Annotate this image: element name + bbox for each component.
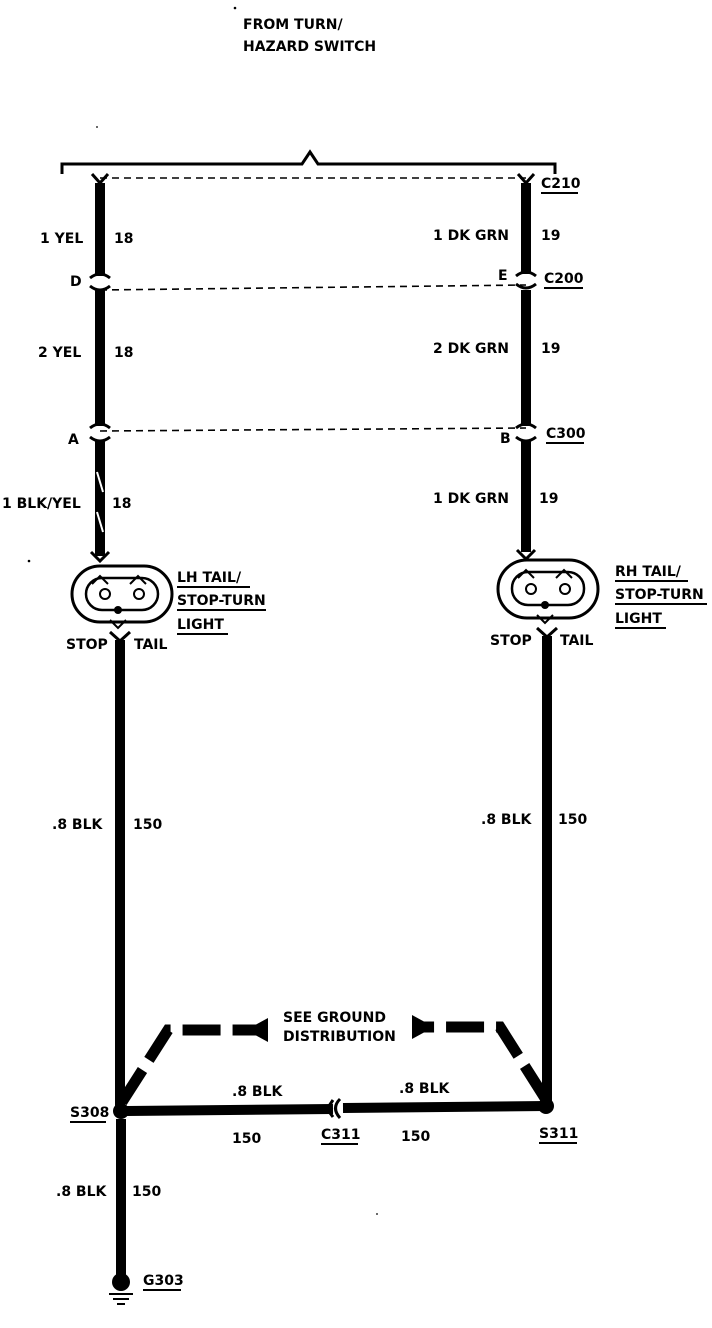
lh-light-label-line1: LH TAIL/	[177, 570, 242, 586]
c200-label: C200	[544, 271, 584, 287]
left-wire-seg3-number: 18	[112, 496, 131, 512]
scan-speck	[96, 126, 98, 128]
source-label-line1: FROM TURN/	[243, 17, 343, 33]
ground-wire-number: 150	[132, 1184, 161, 1200]
right-wire-seg2-circuit: 2 DK GRN	[433, 341, 509, 357]
c300-left-plug	[89, 435, 111, 443]
pin-a-label: A	[68, 432, 79, 448]
left-wire-seg3-circuit: 1 BLK/YEL	[2, 496, 81, 512]
lh-light-filament-left	[99, 588, 111, 600]
bottom-wire-right-number: 150	[401, 1129, 430, 1145]
c210-label: C210	[541, 176, 581, 192]
left-wire-seg2-number: 18	[114, 345, 133, 361]
c311-plug	[325, 1099, 335, 1118]
c200-right-socket	[515, 270, 537, 278]
rh-light-filament-right	[559, 583, 571, 595]
ground-distribution-left-ref	[117, 1024, 258, 1105]
ground-point-g303	[112, 1273, 130, 1291]
scan-speck	[233, 6, 237, 10]
lh-light-ground-pin	[114, 606, 122, 614]
rh-tail-light	[496, 558, 600, 625]
bottom-wire-right	[342, 1101, 547, 1113]
rh-light-tail-label: TAIL	[560, 633, 594, 649]
scan-speck	[27, 559, 31, 563]
g303-label: G303	[143, 1273, 184, 1289]
ground-wire-circuit: .8 BLK	[56, 1184, 108, 1200]
c300-right-plug	[515, 435, 537, 443]
rh-light-bulb	[510, 570, 586, 607]
source-label-line2: HAZARD SWITCH	[243, 39, 376, 55]
rh-light-contact-top-left	[517, 568, 535, 579]
c200-right-plug	[515, 282, 537, 290]
lh-light-label-line3: LIGHT	[177, 617, 224, 633]
c200-left-socket	[89, 272, 111, 280]
bottom-wire-left-number: 150	[232, 1131, 261, 1147]
right-wire-seg1-circuit: 1 DK GRN	[433, 228, 509, 244]
ground-distribution-right-ref	[420, 1021, 550, 1101]
lh-light-bulb	[84, 576, 160, 612]
c300-right-socket	[515, 422, 537, 430]
source-bracket	[60, 149, 557, 174]
left-wire-seg1-number: 18	[114, 231, 133, 247]
bottom-wire-left	[121, 1104, 334, 1116]
rh-light-stop-label: STOP	[490, 633, 532, 649]
right-wire-seg1-number: 19	[541, 228, 560, 244]
rh-ground-wire-terminal	[535, 626, 559, 640]
rh-light-ground-pin	[541, 601, 549, 609]
rh-light-label-line2: STOP-TURN	[615, 587, 704, 603]
left-wire-seg1-circuit: 1 YEL	[40, 231, 83, 247]
left-wire-seg3-stripe2	[96, 511, 104, 533]
ground-distribution-note-line1: SEE GROUND	[283, 1010, 386, 1026]
lh-light-tail-label: TAIL	[134, 637, 168, 653]
lh-light-contact-top-right	[129, 574, 147, 585]
s311-label: S311	[539, 1126, 578, 1142]
ground-distribution-right-arrow	[412, 1015, 434, 1039]
c300-label: C300	[546, 426, 586, 442]
right-wire-seg3-number: 19	[539, 491, 558, 507]
scan-speck	[376, 1213, 378, 1215]
c311-terminal	[334, 1097, 342, 1120]
lh-ground-wire-circuit: .8 BLK	[52, 817, 104, 833]
lh-ground-wire-terminal	[108, 630, 132, 644]
rh-light-contact-top-right	[555, 568, 573, 579]
lh-ground-wire-number: 150	[133, 817, 162, 833]
right-wire-seg3-circuit: 1 DK GRN	[433, 491, 509, 507]
rh-ground-wire-number: 150	[558, 812, 587, 828]
lh-light-filament-right	[133, 588, 145, 600]
lh-tail-light	[70, 564, 174, 630]
splice-s311	[538, 1098, 554, 1114]
rh-light-contact-bottom	[536, 614, 554, 625]
splice-s308	[113, 1103, 129, 1119]
lh-light-contact-bottom	[109, 619, 127, 630]
bottom-wire-left-circuit: .8 BLK	[232, 1084, 284, 1100]
lh-light-contact-top-left	[91, 574, 109, 585]
pin-e-label: E	[498, 268, 508, 284]
bottom-wire-right-circuit: .8 BLK	[399, 1081, 451, 1097]
ground-distribution-left-arrow	[246, 1018, 268, 1042]
left-wire-seg2-circuit: 2 YEL	[38, 345, 81, 361]
left-wire-arrow	[89, 550, 111, 564]
c300-left-socket	[89, 422, 111, 430]
pin-b-label: B	[500, 431, 511, 447]
lh-light-stop-label: STOP	[66, 637, 108, 653]
s308-label: S308	[70, 1105, 109, 1121]
ground-distribution-note-line2: DISTRIBUTION	[283, 1029, 396, 1045]
right-wire-seg2-number: 19	[541, 341, 560, 357]
c200-dashed-line	[99, 284, 527, 291]
c300-dashed-line	[99, 427, 527, 432]
lh-light-label-line2: STOP-TURN	[177, 593, 266, 609]
rh-light-label-line3: LIGHT	[615, 611, 662, 627]
rh-light-label-line1: RH TAIL/	[615, 564, 682, 580]
rh-ground-wire-circuit: .8 BLK	[481, 812, 533, 828]
left-wire-seg3-stripe	[96, 471, 104, 493]
rh-light-filament-left	[525, 583, 537, 595]
pin-d-label: D	[70, 274, 82, 290]
c311-label: C311	[321, 1127, 361, 1143]
